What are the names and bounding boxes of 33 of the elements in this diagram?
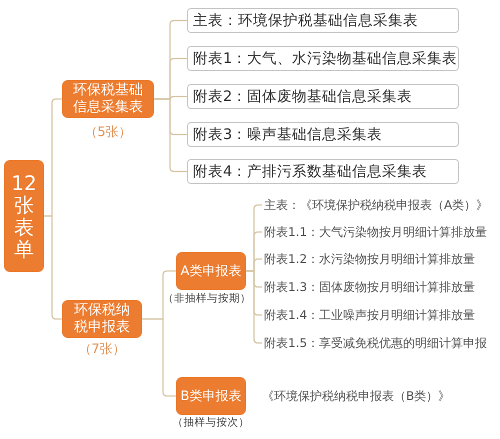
form-box — [187, 122, 459, 147]
node-label: 附表1：大气、水污染物基础信息采集表 — [193, 50, 458, 68]
form-name: 主表：《环境保护税纳税申报表（A类）》 — [262, 197, 488, 213]
form-name: 附表1.5：享受减免税优惠的明细计算申报 — [262, 335, 488, 351]
category-box — [62, 300, 142, 338]
form-box — [187, 84, 459, 109]
subcategory-box — [176, 377, 246, 415]
sheet-count: （7张） — [78, 342, 126, 358]
form-name: 附表1.1：大气污染物按月明细计算排放量 — [262, 224, 488, 240]
category-box — [62, 80, 154, 118]
form-name: 附表1.2：水污染物按月明细计算排放量 — [262, 251, 476, 267]
form-name: 《环境保护税纳税申报表（B类）》 — [262, 388, 450, 404]
form-box — [187, 46, 459, 71]
node-label: 12张表单 — [11, 172, 37, 260]
sheet-count: （5张） — [84, 125, 132, 141]
node-label: 附表4：产排污系数基础信息采集表 — [193, 163, 428, 181]
connector-line — [154, 98, 187, 172]
node-label: 环保税基础信息采集表 — [72, 82, 144, 116]
connector-line — [44, 215, 62, 320]
form-box — [187, 159, 459, 184]
form-name: 附表1.3：固体废物按月明细计算排放量 — [262, 279, 476, 295]
node-label: B类申报表 — [180, 388, 242, 405]
filing-note: （非抽样与按期） — [163, 292, 251, 306]
node-label: 附表2：固体废物基础信息采集表 — [193, 88, 412, 106]
node-label: A类申报表 — [180, 263, 242, 280]
node-label: 环保税纳税申报表 — [73, 302, 131, 336]
filing-note: （抽样与按次） — [172, 416, 250, 430]
node-label: 附表3：噪声基础信息采集表 — [193, 126, 382, 144]
subcategory-box — [176, 252, 246, 290]
topic-box — [4, 160, 44, 272]
form-name: 附表1.4：工业噪声按月明细计算排放量 — [262, 307, 476, 323]
node-label: 主表：环境保护税基础信息采集表 — [193, 12, 418, 30]
form-box — [187, 8, 459, 33]
